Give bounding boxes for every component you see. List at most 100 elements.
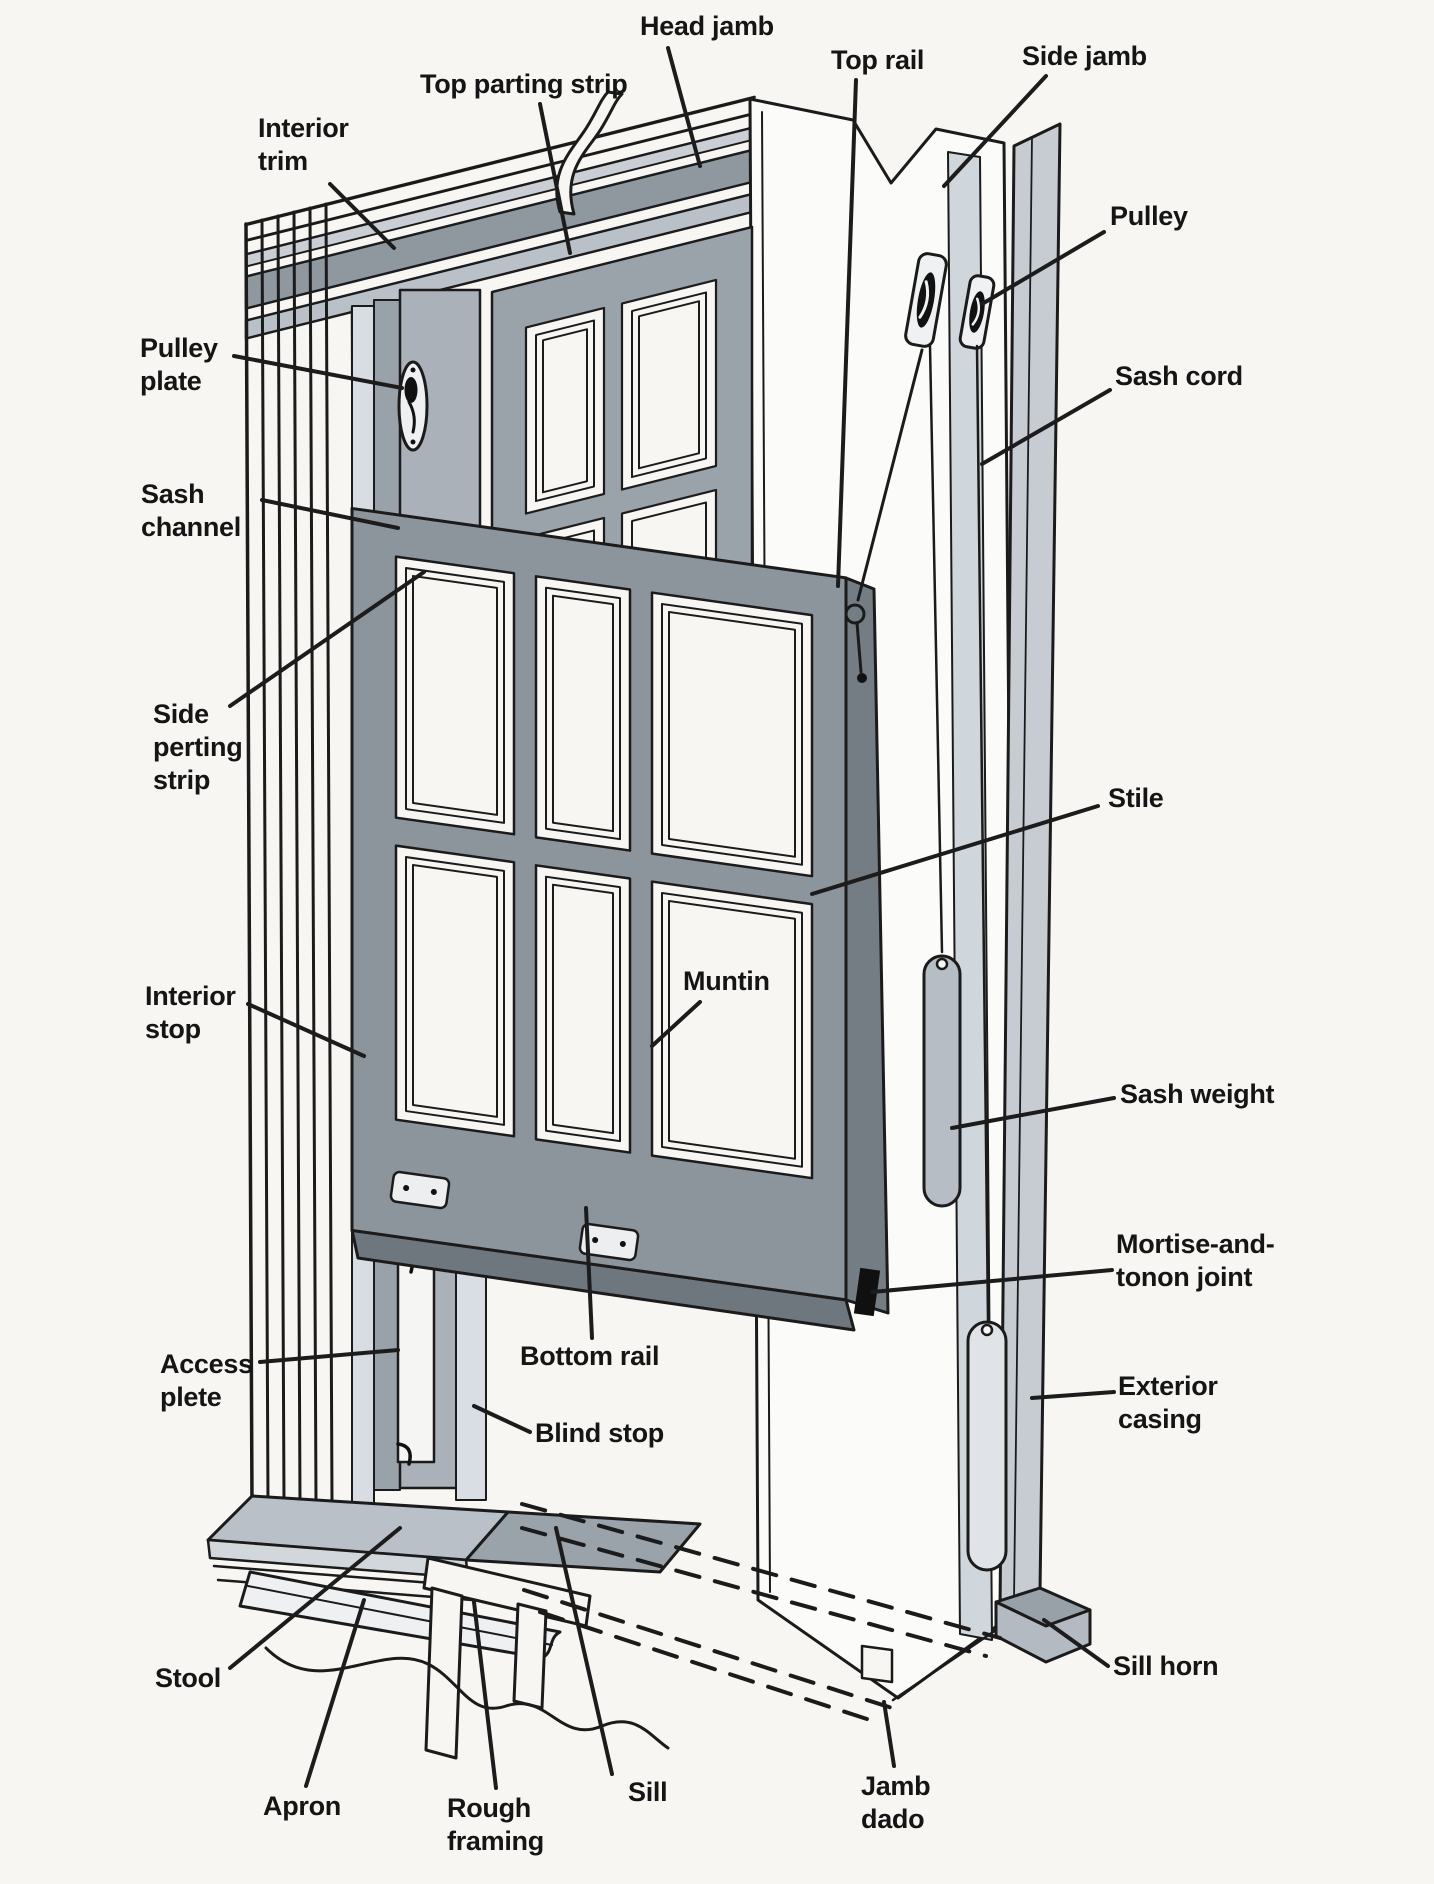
label-sill-horn: Sill horn <box>1113 1650 1219 1683</box>
label-line: Side <box>153 699 209 729</box>
label-blind-stop: Blind stop <box>535 1417 664 1450</box>
label-top-parting-strip: Top parting strip <box>420 68 628 101</box>
label-mortise-and-tonon-joint: Mortise-and-tonon joint <box>1116 1228 1275 1294</box>
label-stool: Stool <box>155 1662 221 1695</box>
label-bottom-rail: Bottom rail <box>520 1340 660 1373</box>
label-line: Head jamb <box>640 11 774 41</box>
leader-stile <box>810 804 1100 896</box>
pulley-hardware-right <box>958 274 996 350</box>
label-line: Jamb <box>861 1771 931 1801</box>
leader-top-rail <box>836 78 858 588</box>
leader-jamb-dado <box>882 1700 896 1768</box>
label-line: Mortise-and- <box>1116 1229 1275 1259</box>
label-line: Sash weight <box>1120 1079 1275 1109</box>
label-line: Exterior <box>1118 1371 1218 1401</box>
access-plate-panel <box>396 1246 436 1464</box>
leader-head-jamb <box>666 46 702 168</box>
leader-rough-framing <box>472 1600 498 1790</box>
label-sash-weight: Sash weight <box>1120 1078 1275 1111</box>
sash-weight-1 <box>922 954 962 1208</box>
label-side-jamb: Side jamb <box>1022 40 1147 73</box>
label-line: Interior <box>145 981 236 1011</box>
leader-muntin <box>650 1000 702 1048</box>
label-line: channel <box>141 512 241 542</box>
label-sash-cord: Sash cord <box>1115 360 1243 393</box>
label-line: stop <box>145 1014 201 1044</box>
leader-bottom-rail <box>584 1206 594 1340</box>
leader-sash-channel <box>260 498 400 530</box>
sash-weight-2 <box>966 1320 1008 1572</box>
label-line: Rough <box>447 1793 531 1823</box>
label-line: strip <box>153 765 211 795</box>
label-line: Top parting strip <box>420 69 628 99</box>
dashed-sill-lines <box>520 1502 1002 1724</box>
label-line: Apron <box>263 1791 341 1821</box>
label-line: trim <box>258 146 308 176</box>
leader-sash-cord <box>980 388 1112 466</box>
label-pulley: Pulley <box>1110 200 1188 233</box>
leader-blind-stop <box>472 1404 532 1434</box>
break-line-wavy <box>264 1646 670 1750</box>
rough-framing-post-2 <box>512 1602 548 1710</box>
sill-horn-block <box>994 1586 1092 1664</box>
top-parting-strip-curl <box>555 90 624 216</box>
jamb-dado-notch <box>860 1644 894 1684</box>
label-line: Pulley <box>1110 201 1188 231</box>
leader-mortise <box>870 1268 1114 1294</box>
label-line: Top rail <box>831 45 925 75</box>
leader-stool <box>228 1526 402 1670</box>
interior-trim-casing <box>244 202 358 1506</box>
leader-pulley-plate <box>232 354 404 390</box>
label-line: framing <box>447 1826 544 1856</box>
leader-apron <box>304 1598 366 1788</box>
label-line: Side jamb <box>1022 41 1147 71</box>
label-line: perting <box>153 732 243 762</box>
label-line: casing <box>1118 1404 1202 1434</box>
leader-interior-trim <box>328 182 396 250</box>
label-sill: Sill <box>628 1776 668 1809</box>
sash-plate-hardware-1 <box>389 1170 451 1210</box>
exterior-casing-board <box>998 122 1062 1612</box>
label-line: plate <box>140 366 202 396</box>
label-line: Sash cord <box>1115 361 1243 391</box>
leader-side-perting-strip <box>228 570 426 708</box>
sash-plate-hardware-2 <box>578 1222 640 1262</box>
label-line: Sash <box>141 479 205 509</box>
pulley-plate-hardware <box>397 360 429 452</box>
leader-sill <box>554 1526 614 1776</box>
label-line: dado <box>861 1804 925 1834</box>
label-line: Interior <box>258 113 349 143</box>
leader-exterior-casing <box>1030 1390 1116 1400</box>
sash-cord-knotted-end <box>844 348 924 683</box>
lower-sash <box>350 506 848 1302</box>
label-line: Sill <box>628 1777 668 1807</box>
leader-access-plete <box>258 1348 400 1364</box>
label-line: Pulley <box>140 333 218 363</box>
label-head-jamb: Head jamb <box>640 10 774 43</box>
leader-side-jamb <box>942 74 1048 188</box>
mortise-joint-mark <box>853 1267 881 1317</box>
label-muntin: Muntin <box>683 965 770 998</box>
leader-pulley <box>980 230 1106 306</box>
label-line: Muntin <box>683 966 770 996</box>
sash-cord-to-weight-2 <box>975 344 990 1322</box>
label-stile: Stile <box>1108 782 1164 815</box>
label-line: Stool <box>155 1663 221 1693</box>
leader-lines <box>228 46 1116 1790</box>
label-apron: Apron <box>263 1790 341 1823</box>
rough-framing-post-1 <box>424 1586 464 1760</box>
leader-sill-horn <box>1042 1618 1110 1668</box>
leader-interior-stop <box>246 1002 366 1058</box>
label-top-rail: Top rail <box>831 44 924 77</box>
leader-sash-weight <box>950 1096 1116 1130</box>
